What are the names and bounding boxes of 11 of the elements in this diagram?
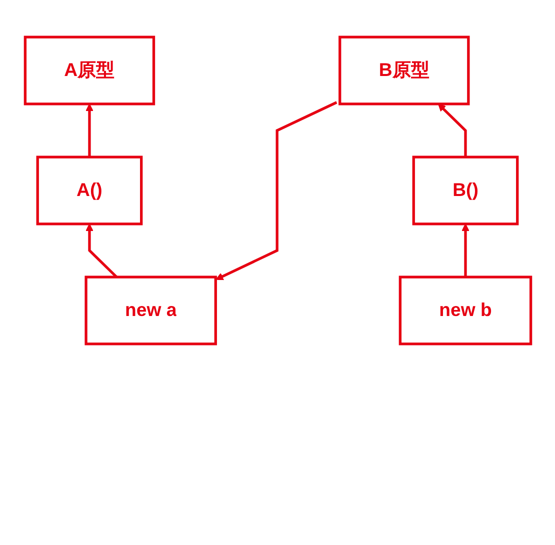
node-box: B原型 (338, 36, 470, 106)
arrow (437, 104, 466, 158)
node-box: B() (412, 156, 518, 226)
node-box: A() (36, 156, 142, 226)
node-box: new b (398, 276, 532, 346)
arrow (461, 224, 469, 278)
arrow (215, 101, 337, 280)
arrow (85, 224, 118, 278)
node-box: A原型 (23, 36, 155, 106)
node-box: new a (84, 276, 216, 346)
arrow (85, 104, 93, 158)
